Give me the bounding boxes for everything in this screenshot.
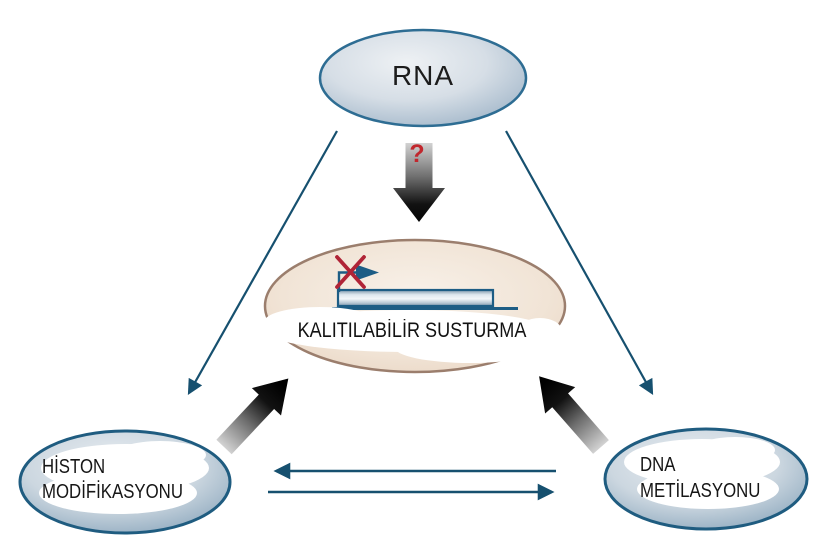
arrow-rna-to-histone (187, 130, 338, 396)
histone-modification-label: HİSTON MODİFİKASYONU (42, 455, 183, 505)
histone-label-line2: MODİFİKASYONU (42, 481, 183, 503)
text-highlight-blob-central (264, 307, 562, 363)
arrow-rna-to-silencing (393, 143, 445, 222)
dna-label-line1: DNA (640, 454, 676, 476)
text-highlight-blob-dna (624, 437, 780, 509)
blocked-x-icon (335, 255, 366, 289)
arrow-rna-to-dna-methylation (505, 130, 654, 396)
arrow-dna-to-silencing (539, 376, 609, 454)
gene-bar (336, 288, 495, 308)
transcription-arrowhead-icon (356, 264, 379, 281)
question-mark-annotation: ? (409, 140, 425, 168)
silenced-gene-schematic (332, 255, 518, 310)
rna-node-label: RNA (391, 60, 455, 91)
dna-methylation-label: DNA METİLASYONU (640, 452, 760, 504)
node-rna-ellipse (318, 28, 528, 128)
histone-label-line1: HİSTON (42, 456, 106, 478)
dna-label-line2: METİLASYONU (640, 480, 761, 502)
heritable-silencing-label: KALITILABİLİR SUSTURMA (297, 319, 527, 342)
text-highlight-blob-histone (39, 441, 209, 514)
arrow-histone-to-silencing (216, 378, 289, 455)
